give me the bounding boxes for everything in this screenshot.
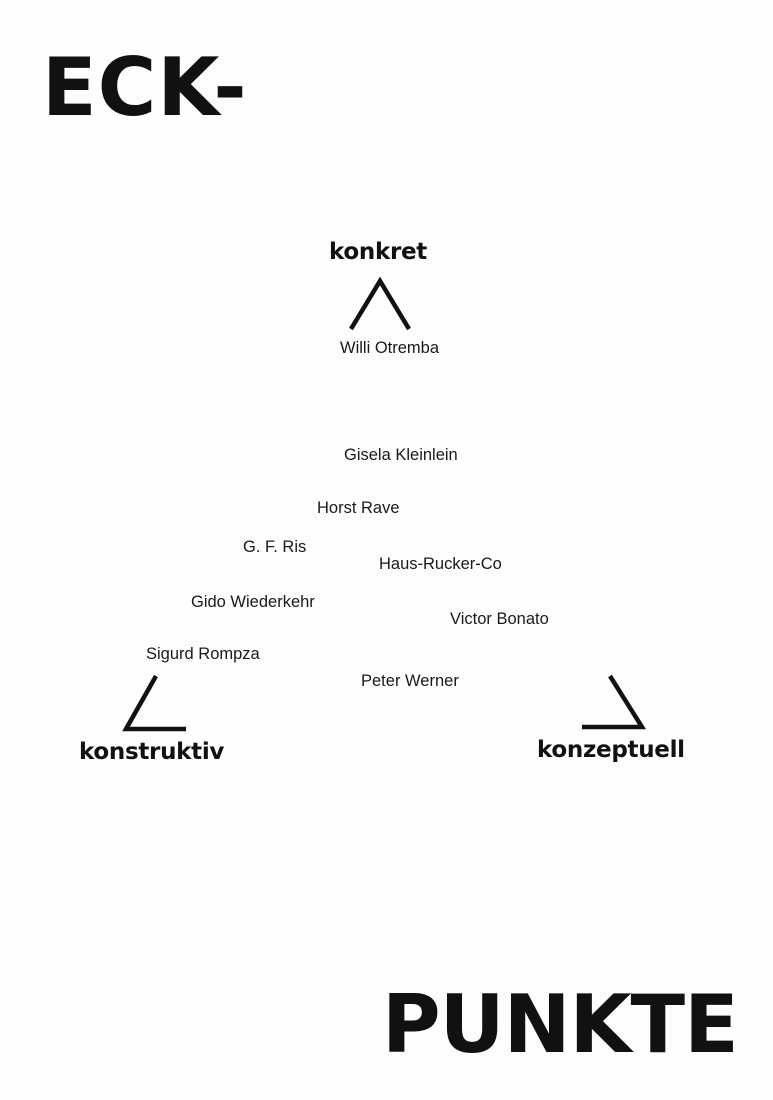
artist-name: Willi Otremba [340,339,440,357]
artist-name: Haus-Rucker-Co [379,555,502,573]
headline-top: ECK- [42,41,248,134]
corner-label-konkret: konkret [329,239,427,265]
artist-name: Horst Rave [317,499,400,517]
corner-label-konzeptuell: konzeptuell [537,737,685,763]
artist-name: Gisela Kleinlein [344,446,458,464]
headline-bottom: PUNKTE [382,978,739,1071]
corner-angle-right-icon [582,674,647,730]
corner-angle-left-icon [122,674,186,732]
artist-name: Victor Bonato [450,610,549,628]
artist-name: G. F. Ris [243,538,307,556]
corner-label-konstruktiv: konstruktiv [79,739,225,765]
caret-angle-icon [349,276,411,331]
artist-name: Peter Werner [361,672,459,690]
artist-name: Sigurd Rompza [146,645,260,663]
artist-name: Gido Wiederkehr [191,593,315,611]
